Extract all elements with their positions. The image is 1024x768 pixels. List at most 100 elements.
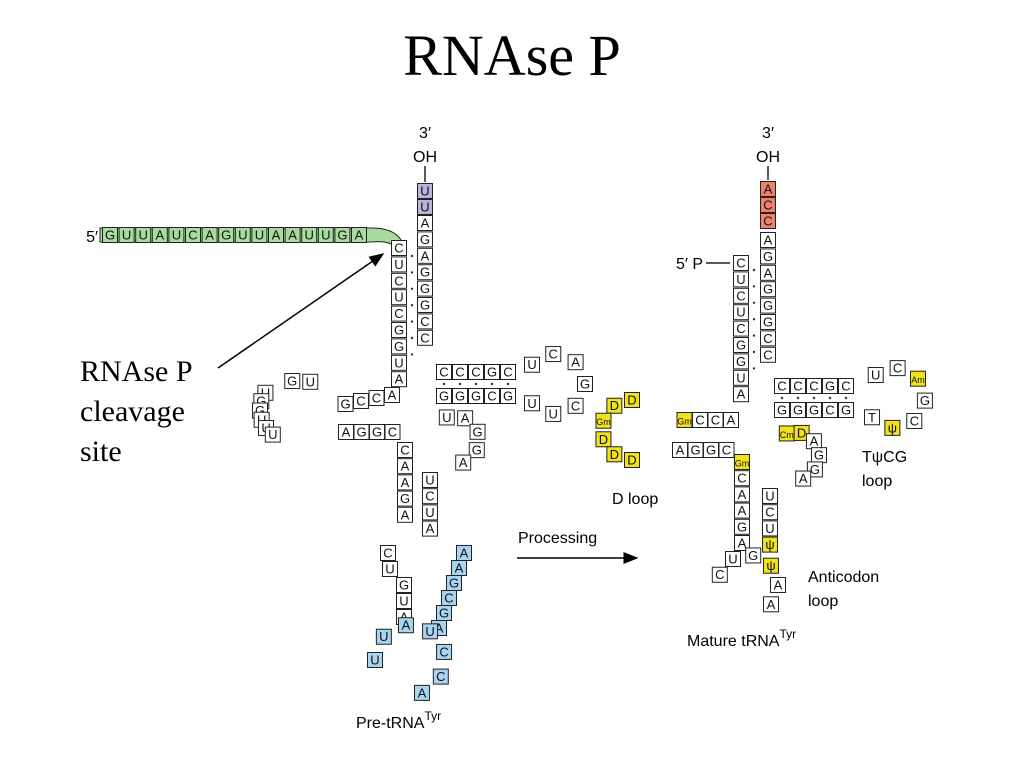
svg-text:G: G: [449, 576, 459, 591]
d-loop-base: U: [264, 426, 281, 443]
svg-text:D: D: [627, 393, 636, 408]
t-arm-top-base: C: [452, 364, 468, 380]
variable-loop-base: U: [438, 409, 455, 426]
svg-text:G: G: [690, 443, 700, 458]
anticodon-stem-5-base: G: [397, 490, 413, 507]
svg-text:U: U: [255, 228, 264, 243]
svg-text:C: C: [809, 379, 818, 394]
t-loop-base: ψ: [884, 419, 901, 436]
t-arm-bottom-base: G: [774, 402, 790, 418]
svg-text:A: A: [395, 372, 404, 387]
svg-text:G: G: [399, 578, 409, 593]
svg-text:C: C: [444, 591, 453, 606]
t-arm-top-base: G: [484, 364, 500, 380]
base-pair-dot: [442, 382, 446, 386]
acceptor-5-base: C: [391, 272, 407, 289]
svg-text:D: D: [797, 425, 806, 440]
svg-text:C: C: [777, 379, 786, 394]
svg-text:C: C: [388, 425, 397, 440]
d-loop-base: D: [606, 446, 623, 463]
acceptor-5-base: C: [391, 305, 407, 322]
mature-trna-label-sup: Tyr: [779, 627, 796, 641]
leader-base: A: [284, 227, 301, 243]
base-pair-dot: [844, 396, 848, 400]
svg-text:Gm: Gm: [596, 417, 611, 427]
base-pair-dot: [458, 382, 462, 386]
base-pair-dot: [410, 287, 414, 290]
anticodon-stem-5-base: A: [397, 474, 413, 491]
acceptor-3-base: C: [417, 313, 433, 330]
anticodon-stem-5-base: A: [734, 502, 750, 519]
acceptor-5-base: C: [733, 255, 749, 271]
variable-loop-base: D: [793, 424, 810, 441]
t-arm-bottom-base: G: [500, 388, 516, 404]
svg-text:G: G: [472, 424, 482, 439]
anticodon-loop-base: U: [422, 623, 439, 640]
svg-text:C: C: [420, 314, 429, 329]
d-loop-label: D loop: [612, 491, 658, 508]
svg-text:G: G: [439, 389, 449, 404]
svg-text:G: G: [920, 393, 930, 408]
d-arm-top-base: Gm: [676, 412, 693, 428]
svg-text:A: A: [288, 228, 297, 243]
svg-text:G: G: [810, 462, 820, 477]
svg-text:A: A: [767, 597, 776, 612]
svg-text:G: G: [777, 403, 787, 418]
d-arm-top-base: G: [337, 396, 354, 412]
d-loop-base: G: [284, 373, 301, 390]
svg-text:U: U: [765, 521, 774, 536]
svg-text:G: G: [255, 403, 265, 418]
t-arm-top-base: G: [822, 378, 838, 394]
anticodon-stem-5-base: Gm: [734, 454, 750, 470]
base-pair-dot: [410, 353, 414, 356]
leader-base: U: [251, 227, 268, 243]
pre-three-prime-label: 3′: [419, 125, 431, 142]
anticodon-loop-base: A: [770, 577, 786, 593]
svg-text:C: C: [503, 365, 512, 380]
note-line-3: site: [80, 435, 122, 468]
anticodon-stem-base: C: [380, 545, 396, 561]
anticodon-stem-5-base: G: [734, 518, 750, 535]
leader-base: A: [351, 227, 367, 243]
variable-loop-base: G: [468, 442, 485, 459]
mature-five-prime-label: 5′ P: [676, 256, 703, 273]
processing-step: Processing: [517, 530, 639, 564]
acceptor-5-base: G: [733, 337, 749, 353]
svg-text:G: G: [471, 389, 481, 404]
base-pair-dot: [752, 334, 756, 337]
acceptor-3-base: G: [417, 297, 433, 313]
svg-text:C: C: [571, 398, 580, 413]
base-pair-dot: [752, 350, 756, 354]
anticodon-loop-label-2: loop: [808, 593, 838, 610]
svg-text:A: A: [401, 507, 410, 522]
t-arm-bottom-base: C: [822, 402, 838, 418]
svg-text:C: C: [356, 394, 365, 409]
t-loop-base: C: [889, 360, 906, 377]
svg-text:G: G: [706, 443, 716, 458]
svg-text:A: A: [402, 618, 411, 633]
anticodon-stem-3-base: A: [422, 520, 438, 537]
svg-text:A: A: [421, 216, 430, 231]
svg-text:Gm: Gm: [735, 459, 750, 469]
svg-text:U: U: [257, 412, 266, 427]
d-loop-base: U: [302, 373, 319, 390]
leader-base: G: [334, 227, 351, 243]
t-loop-base: C: [545, 346, 562, 363]
svg-text:G: G: [287, 374, 297, 389]
acceptor-3-base: C: [760, 330, 776, 347]
svg-text:G: G: [420, 232, 430, 247]
acceptor-3-base: G: [417, 264, 433, 281]
d-arm-top-base: C: [368, 390, 385, 406]
svg-text:A: A: [810, 434, 819, 449]
svg-text:A: A: [459, 455, 468, 470]
svg-text:A: A: [455, 561, 464, 576]
svg-text:A: A: [435, 621, 444, 636]
d-arm-bottom-base: G: [687, 442, 704, 458]
svg-text:U: U: [399, 594, 408, 609]
svg-text:G: G: [841, 403, 851, 418]
variable-loop-base: A: [457, 410, 474, 427]
d-loop-base: D: [606, 397, 623, 414]
svg-text:G: G: [763, 282, 773, 297]
